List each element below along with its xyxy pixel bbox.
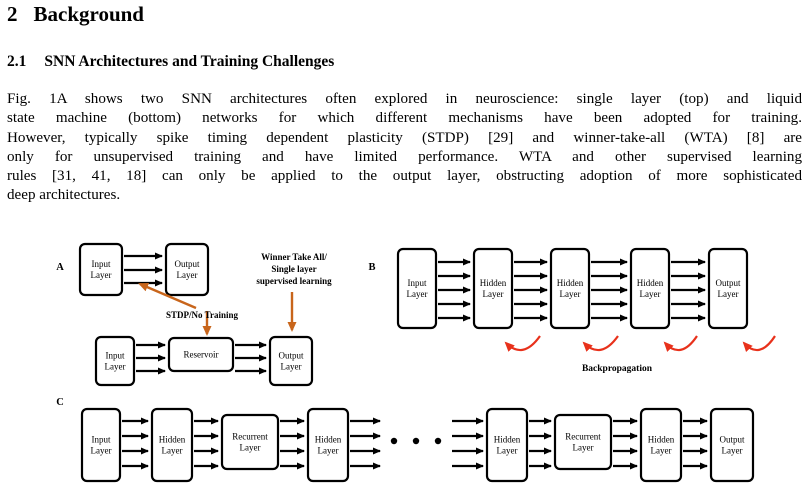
lsm-input-box bbox=[94, 335, 136, 387]
paragraph-line: Fig. 1A shows two SNN architectures ofte… bbox=[7, 91, 802, 107]
panel-c-layer-box bbox=[306, 407, 350, 483]
panel-label-c: C bbox=[56, 397, 64, 408]
paragraph-line: However, typically spike timing dependen… bbox=[7, 129, 802, 146]
panel-b-layer-box-label: Hidden bbox=[637, 278, 664, 288]
panel-c-layer-box-label: Layer bbox=[497, 446, 518, 456]
panel-b-layer-box-label: Output bbox=[715, 278, 741, 288]
backprop-arrow bbox=[663, 335, 698, 352]
output-layer-box-label: Layer bbox=[177, 270, 198, 280]
panel-b-layer-box bbox=[396, 247, 438, 330]
output-layer-box bbox=[164, 242, 210, 297]
wta-note-line: Winner Take All/ bbox=[261, 252, 327, 262]
recurrent-layer-box-label: Recurrent bbox=[565, 432, 601, 442]
panel-b-layer-box-label: Hidden bbox=[557, 278, 584, 288]
panel-c-layer-box-label: Hidden bbox=[159, 435, 186, 445]
input-layer-box-label: Layer bbox=[91, 270, 112, 280]
recurrent-layer-box bbox=[553, 413, 613, 471]
panel-b-layer-box-label: Layer bbox=[407, 289, 428, 299]
panel-b-layer-box bbox=[629, 247, 671, 330]
panel-c-layer-box bbox=[639, 407, 683, 483]
section-number: 2 bbox=[7, 2, 18, 26]
panel-c-layer-box bbox=[80, 407, 122, 483]
panel-b-layer-box-label: Layer bbox=[640, 289, 661, 299]
panel-b-layer-box-label: Layer bbox=[560, 289, 581, 299]
lsm-output-box-label: Layer bbox=[281, 362, 302, 372]
panel-c-layer-box-label: Layer bbox=[162, 446, 183, 456]
wta-note-line: supervised learning bbox=[256, 276, 332, 286]
ellipsis-dot bbox=[390, 437, 398, 445]
input-layer-box bbox=[78, 242, 124, 297]
panel-c-layer-box-label: Layer bbox=[318, 446, 339, 456]
backprop-arrow bbox=[582, 335, 619, 352]
panel-label-b: B bbox=[368, 262, 375, 273]
paragraph-line: rules [31, 41, 18] can only be applied t… bbox=[7, 168, 802, 185]
recurrent-layer-box-label: Recurrent bbox=[232, 432, 268, 442]
reservoir-box-label: Reservoir bbox=[184, 350, 219, 360]
input-layer-box-label: Input bbox=[92, 259, 111, 269]
backprop-caption: Backpropagation bbox=[582, 364, 653, 374]
wta-note-line: Single layer bbox=[271, 264, 316, 274]
reservoir-box bbox=[167, 336, 235, 373]
panel-c-layer-box bbox=[709, 407, 755, 483]
panel-c-layer-box-label: Output bbox=[719, 435, 745, 445]
panel-b-layer-box-label: Layer bbox=[718, 289, 739, 299]
panel-b-layer-box-label: Input bbox=[408, 278, 427, 288]
paragraph-line: deep architectures. bbox=[7, 187, 121, 204]
body-paragraph: Fig. 1A shows two SNN architectures ofte… bbox=[7, 90, 802, 206]
section-title: Background bbox=[33, 2, 145, 26]
panel-c-layer-box-label: Hidden bbox=[648, 435, 675, 445]
panel-b-layer-box-label: Hidden bbox=[480, 278, 507, 288]
section-heading: 2 Background bbox=[7, 2, 144, 27]
panel-c-layer-box bbox=[485, 407, 529, 483]
stdp-arrow bbox=[138, 282, 197, 310]
panel-b-layer-box bbox=[549, 247, 591, 330]
panel-c-layer-box bbox=[150, 407, 194, 483]
ellipsis-dot bbox=[412, 437, 420, 445]
stdp-note: STDP/No Training bbox=[166, 310, 238, 320]
backprop-arrow bbox=[504, 335, 541, 352]
subsection-heading: 2.1 SNN Architectures and Training Chall… bbox=[7, 53, 334, 71]
panel-c-layer-box-label: Hidden bbox=[315, 435, 342, 445]
lsm-input-box-label: Layer bbox=[105, 362, 126, 372]
panel-label-a: A bbox=[56, 262, 64, 273]
subsection-number: 2.1 bbox=[7, 53, 27, 70]
recurrent-layer-box bbox=[220, 413, 280, 471]
recurrent-layer-box-label: Layer bbox=[240, 443, 261, 453]
panel-c-layer-box-label: Layer bbox=[722, 446, 743, 456]
panel-c-layer-box-label: Layer bbox=[91, 446, 112, 456]
subsection-title: SNN Architectures and Training Challenge… bbox=[44, 53, 335, 70]
backprop-arrow bbox=[742, 335, 776, 352]
panel-b-layer-box-label: Layer bbox=[483, 289, 504, 299]
panel-b-layer-box bbox=[707, 247, 749, 330]
panel-b-layer-box bbox=[472, 247, 514, 330]
ellipsis-dot bbox=[434, 437, 442, 445]
recurrent-layer-box-label: Layer bbox=[573, 443, 594, 453]
lsm-output-box bbox=[268, 335, 314, 387]
paragraph-line: only for unsupervised training and have … bbox=[7, 148, 802, 165]
output-layer-box-label: Output bbox=[174, 259, 200, 269]
panel-c-layer-box-label: Hidden bbox=[494, 435, 521, 445]
paragraph-line: state machine (bottom) networks for whic… bbox=[7, 110, 802, 127]
lsm-output-box-label: Output bbox=[278, 351, 304, 361]
lsm-input-box-label: Input bbox=[106, 351, 125, 361]
panel-c-layer-box-label: Layer bbox=[651, 446, 672, 456]
panel-c-layer-box-label: Input bbox=[92, 435, 111, 445]
